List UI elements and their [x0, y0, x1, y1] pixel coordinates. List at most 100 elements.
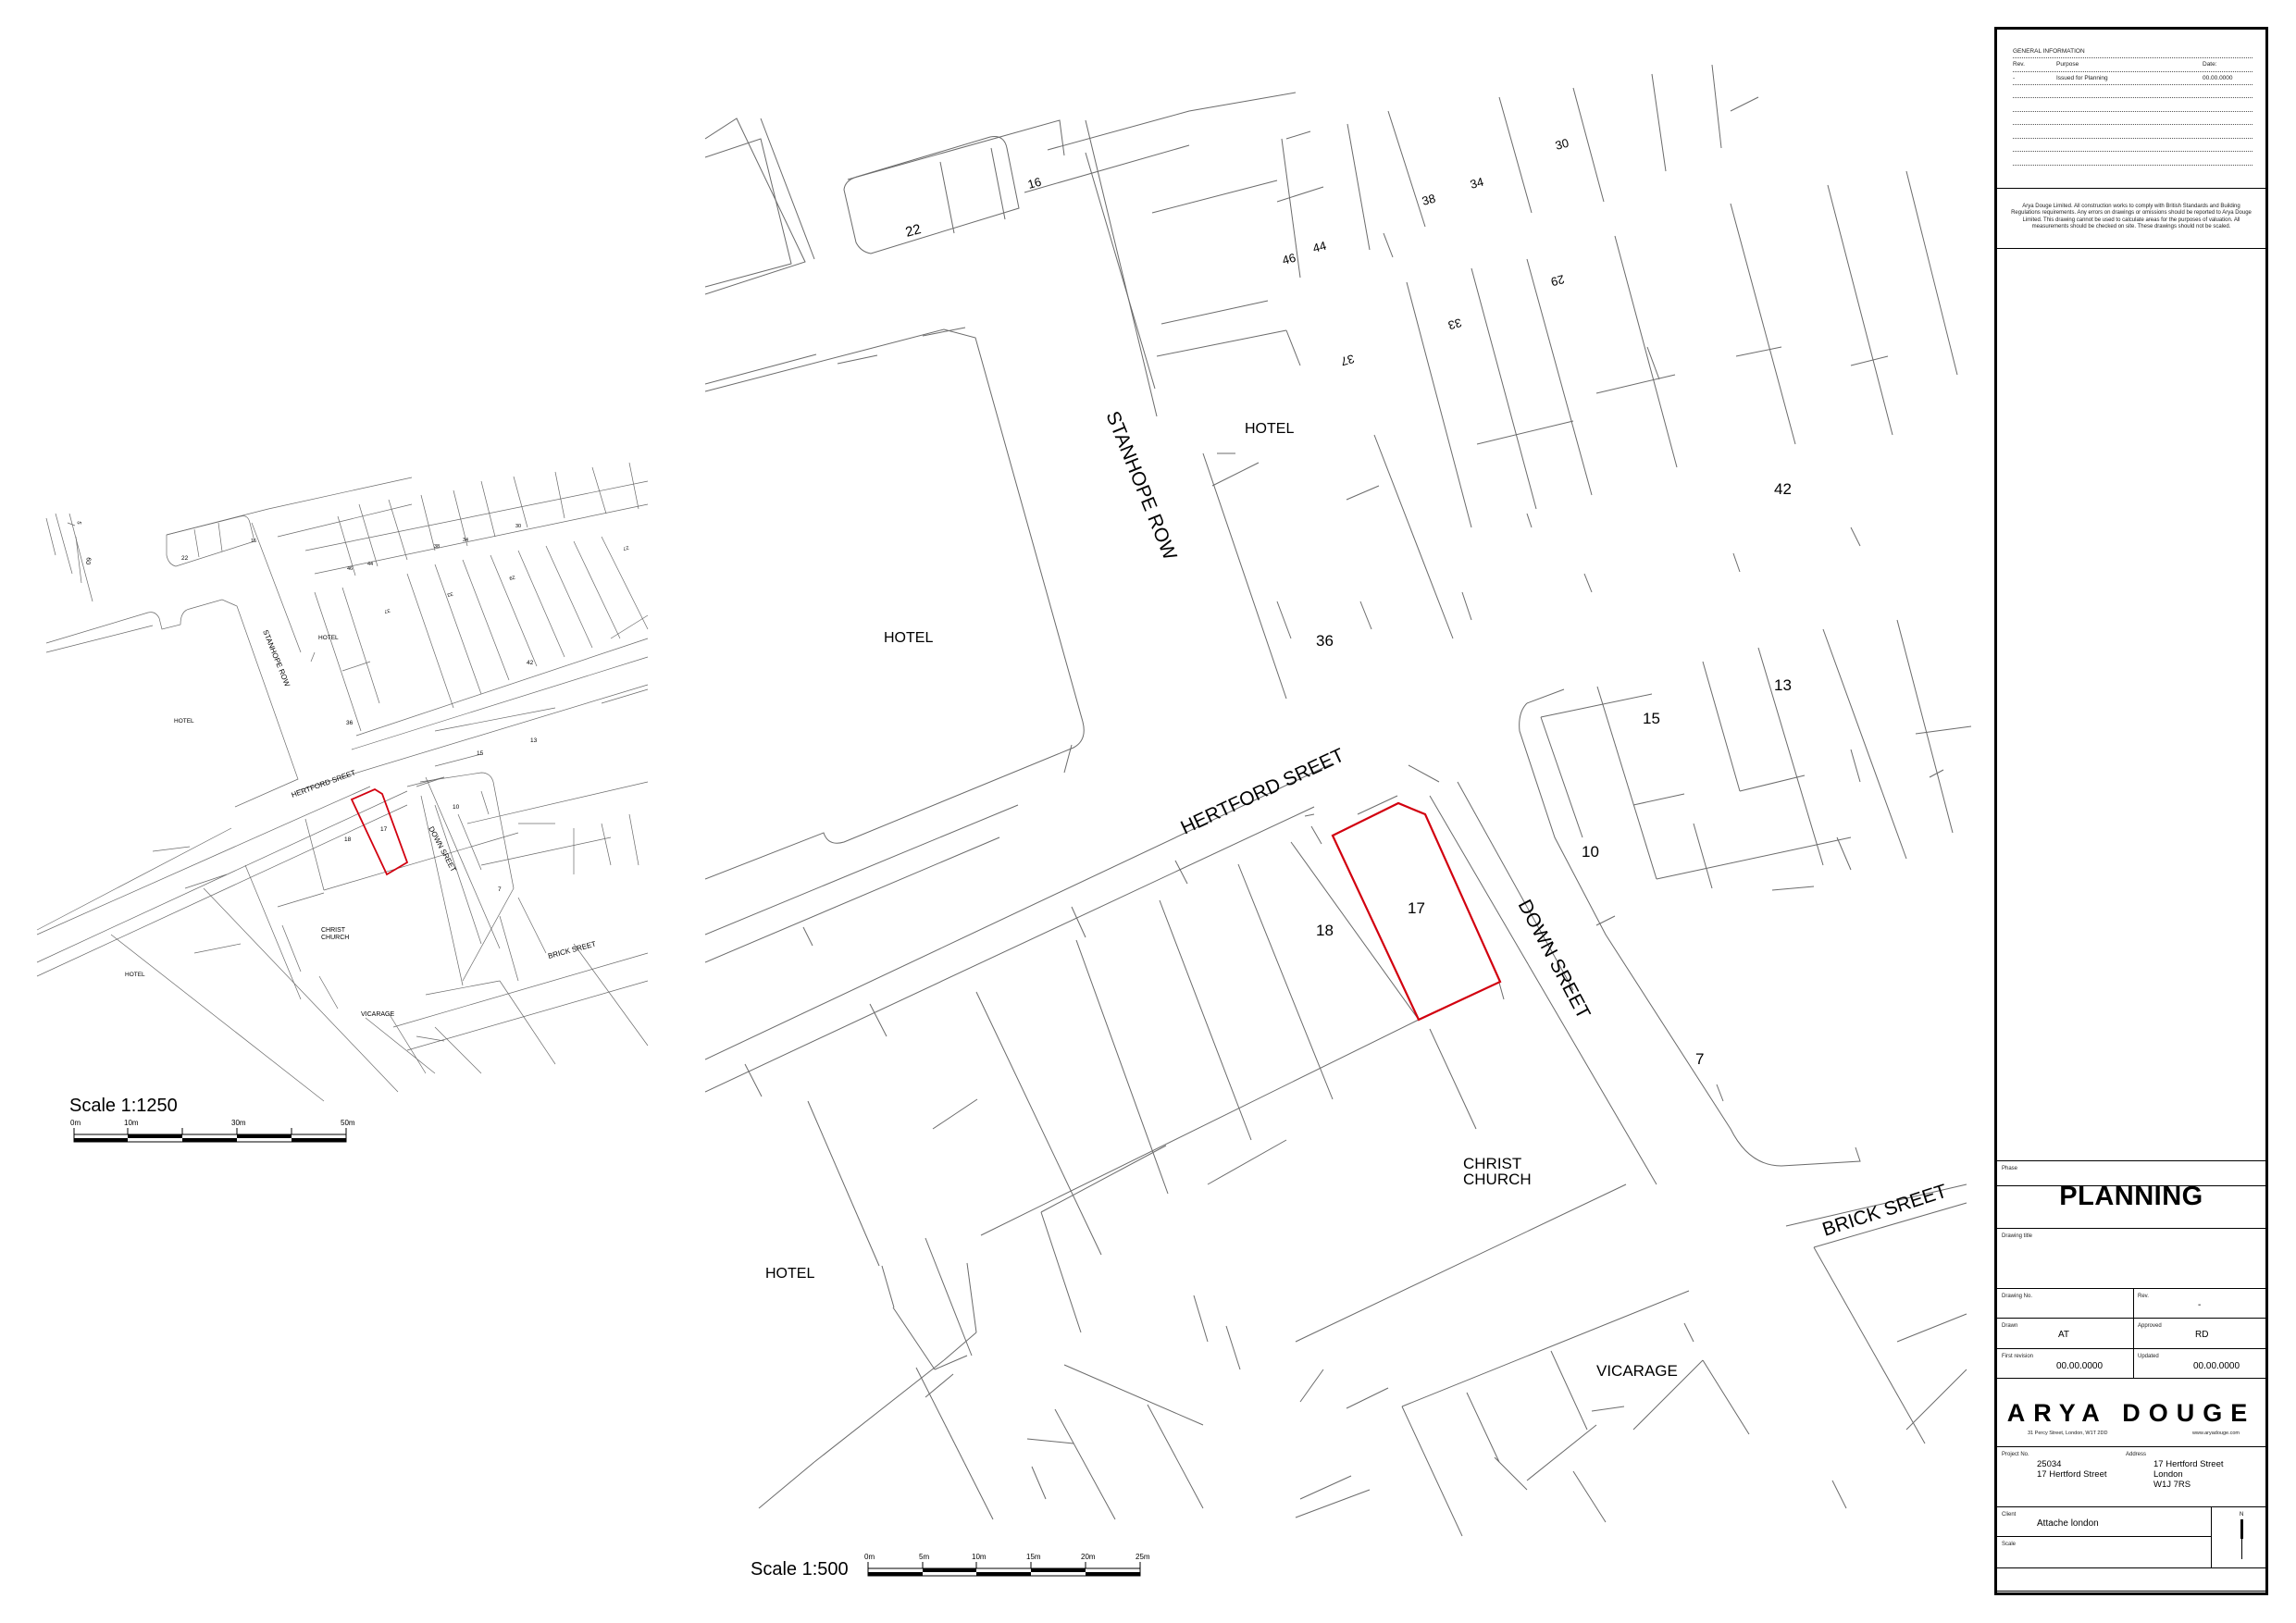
street-stanhope-row-small: STANHOPE ROW: [261, 628, 292, 688]
plot-17-small: 17: [380, 826, 388, 833]
plot-27-small: 27: [623, 544, 629, 551]
plot-17-large: 17: [1408, 899, 1425, 917]
label-hotel-large-1: HOTEL: [884, 630, 933, 646]
plot-30-small: 30: [515, 524, 521, 529]
plot-44-large: 44: [1311, 239, 1328, 255]
label-church-large: CHURCH: [1463, 1171, 1532, 1188]
disclaimer-text: Arya Douge Limited. All construction wor…: [2011, 204, 2252, 229]
plot-34-large: 34: [1469, 175, 1485, 192]
gi-col-purpose: Purpose: [2056, 61, 2079, 68]
address-value: 17 Hertford Street London W1J 7RS: [2153, 1459, 2224, 1490]
gi-row-rev: -: [2013, 75, 2016, 81]
revision-row: First revision 00.00.0000 Updated 00.00.…: [1997, 1349, 2265, 1379]
scale-label-500: Scale 1:500: [751, 1559, 849, 1580]
scale-tick-30m-small: 30m: [231, 1119, 246, 1127]
disclaimer-section: Arya Douge Limited. All construction wor…: [1997, 189, 2265, 249]
scale-bar-1250: Scale 1:1250 0m 10m 30m 50m: [69, 1096, 355, 1143]
plot-29-large: 29: [1549, 272, 1566, 289]
plot-13-large: 13: [1774, 676, 1792, 694]
north-arrow-icon: [2240, 1519, 2243, 1539]
plot-22-large: 22: [904, 221, 924, 241]
company-logo: ARYA DOUGE: [2006, 1399, 2256, 1427]
client-value: Attache london: [2037, 1518, 2099, 1529]
drawing-title-section: Drawing title: [1997, 1229, 2265, 1289]
plot-10-small: 10: [453, 804, 460, 811]
scale-tick-5m-large: 5m: [919, 1553, 929, 1561]
label-church-small: CHURCH: [321, 935, 349, 941]
plot-18-large: 18: [1316, 922, 1334, 939]
plot-42-small: 42: [527, 660, 534, 666]
street-brick-small: BRICK SREET: [547, 939, 597, 960]
first-revision-value: 00.00.0000: [2056, 1361, 2104, 1371]
scale-label-1250: Scale 1:1250: [69, 1096, 178, 1116]
plot-10-large: 10: [1582, 843, 1599, 861]
company-logo-section: ARYA DOUGE 31 Percy Street, London, W1T …: [1997, 1379, 2265, 1447]
scale-tick-50m-small: 50m: [341, 1119, 355, 1127]
scale-tick-20m-large: 20m: [1081, 1553, 1096, 1561]
scale-tick-10m-small: 10m: [124, 1119, 139, 1127]
phase-section: Phase PLANNING: [1997, 1160, 2265, 1229]
address-label: Address: [2126, 1452, 2147, 1457]
general-information-heading: GENERAL INFORMATION: [2013, 48, 2085, 55]
label-hotel-small-3: HOTEL: [125, 972, 145, 978]
large-map-labels: HOTEL HOTEL HOTEL STANHOPE ROW HERTFORD …: [765, 136, 1950, 1380]
site-boundary-large: [1331, 801, 1502, 1022]
plot-13-small: 13: [530, 737, 538, 744]
street-hertford-large: HERTFORD SREET: [1177, 744, 1347, 838]
first-revision-label: First revision: [2002, 1354, 2034, 1359]
company-address: 31 Percy Street, London, W1T 2DD: [2028, 1431, 2108, 1436]
footer-strip: [1997, 1568, 2265, 1592]
plot-7-small: 7: [498, 886, 502, 893]
small-map-labels: HOTEL HOTEL HOTEL STANHOPE ROW HERTFORD …: [75, 521, 629, 1018]
street-stanhope-row-large: STANHOPE ROW: [1101, 408, 1180, 563]
project-section: Project No. 25034 17 Hertford Street Add…: [1997, 1447, 2265, 1507]
plot-22-small: 22: [181, 555, 189, 562]
label-hotel-small-1: HOTEL: [174, 718, 194, 725]
scale-tick-25m-large: 25m: [1136, 1553, 1150, 1561]
plot-5-small: 5: [75, 521, 81, 526]
gi-col-rev: Rev.: [2013, 61, 2025, 68]
rev-label: Rev.: [2138, 1294, 2149, 1299]
client-scale-section: Client Attache london Scale N: [1997, 1507, 2265, 1568]
scale-tick-15m-large: 15m: [1026, 1553, 1041, 1561]
label-vicarage-large: VICARAGE: [1596, 1362, 1678, 1380]
plot-15-small: 15: [477, 750, 484, 757]
gi-row-purpose: Issued for Planning: [2056, 75, 2108, 81]
plot-38-large: 38: [1421, 192, 1437, 208]
site-boundary-small: [350, 787, 409, 876]
project-no-label: Project No.: [2002, 1452, 2029, 1457]
general-information-section: GENERAL INFORMATION Rev. Purpose Date: -…: [1997, 30, 2265, 189]
street-brick-large: BRICK SREET: [1819, 1181, 1949, 1241]
drawn-label: Drawn: [2002, 1323, 2018, 1329]
blank-panel: [1997, 249, 2265, 1186]
drawing-title-label: Drawing title: [2002, 1233, 2033, 1239]
updated-label: Updated: [2138, 1354, 2159, 1359]
title-block: GENERAL INFORMATION Rev. Purpose Date: -…: [1994, 27, 2268, 1595]
label-vicarage-small: VICARAGE: [361, 1011, 395, 1018]
plot-42-large: 42: [1774, 480, 1792, 498]
north-label: N: [2240, 1512, 2244, 1518]
project-no-value: 25034 17 Hertford Street: [2037, 1459, 2107, 1480]
scale-label: Scale: [2002, 1542, 2017, 1547]
company-website: www.aryadouge.com: [2191, 1431, 2240, 1436]
client-label: Client: [2002, 1512, 2017, 1518]
label-christ-small: CHRIST: [321, 927, 346, 934]
plot-7-large: 7: [1695, 1050, 1704, 1068]
drawing-no-row: Drawing No. Rev. -: [1997, 1289, 2265, 1319]
street-down-small: DOWN SREET: [427, 825, 457, 873]
plot-37-small: 37: [384, 607, 391, 613]
plot-36-small: 36: [346, 720, 354, 726]
plot-36-large: 36: [1316, 632, 1334, 650]
scale-tick-0m-large: 0m: [864, 1553, 875, 1561]
rev-value: -: [2198, 1300, 2202, 1310]
plot-15-large: 15: [1643, 710, 1660, 727]
street-hertford-small: HERTFORD SREET: [291, 768, 357, 799]
plot-44-small: 44: [367, 562, 373, 567]
scale-tick-10m-large: 10m: [972, 1553, 987, 1561]
plot-46-large: 46: [1281, 251, 1297, 267]
approved-value: RD: [2195, 1330, 2209, 1340]
plot-46-small: 46: [347, 566, 353, 572]
plot-16-small: 16: [251, 539, 256, 544]
scale-tick-0m-small: 0m: [70, 1119, 81, 1127]
